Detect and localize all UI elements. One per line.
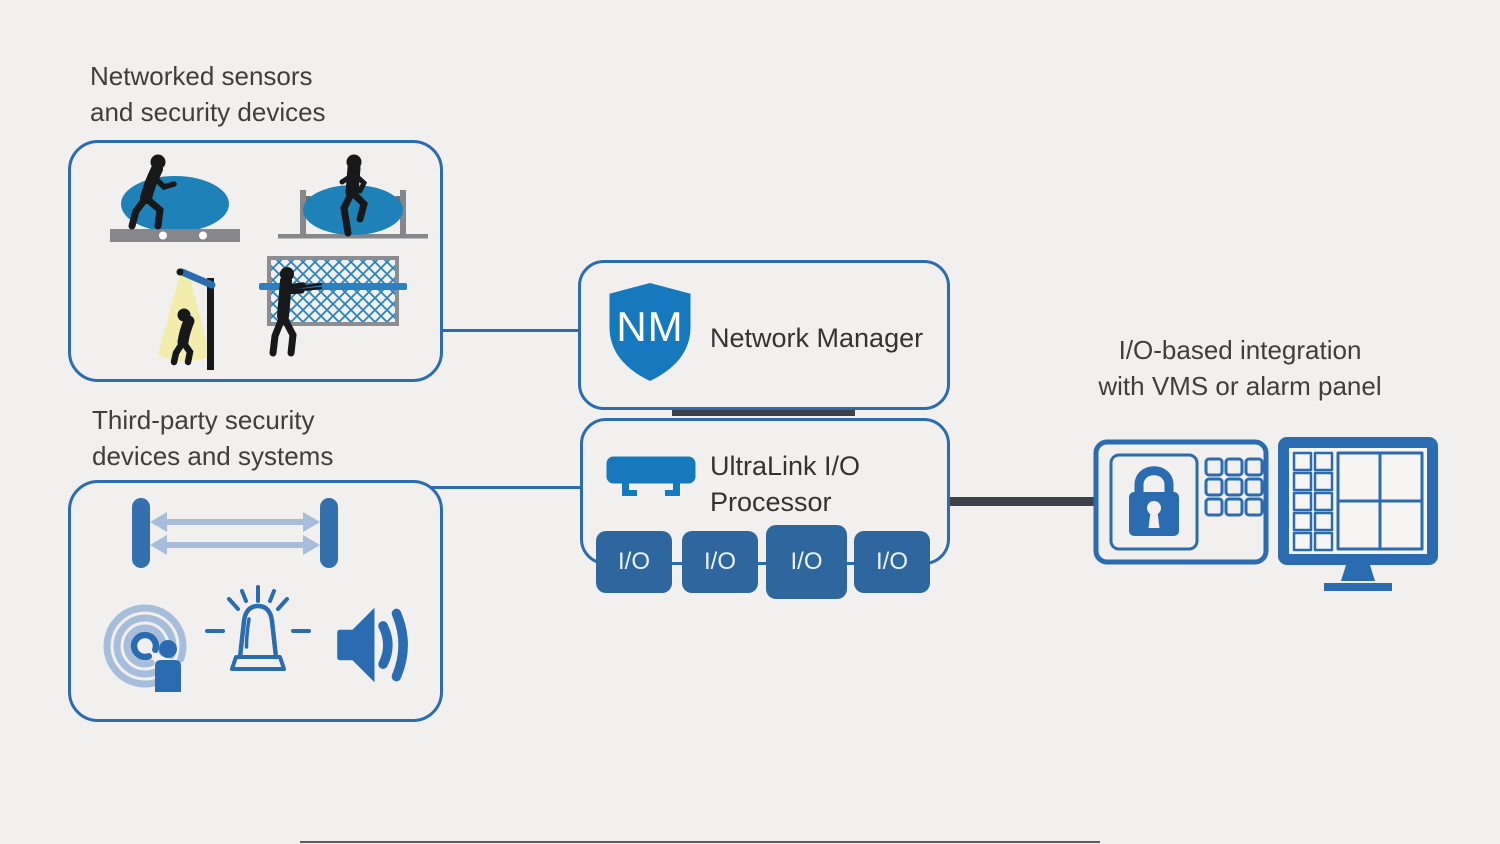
- io-port-2: I/O: [682, 531, 758, 593]
- buried-cable-sensor-icon: [110, 154, 240, 242]
- siren-beacon-icon: [205, 585, 311, 671]
- io-port-4: I/O: [854, 531, 930, 593]
- link-ultralink-to-panel: [950, 497, 1096, 506]
- ultralink-label-line: Processor: [710, 487, 832, 517]
- bottom-scrubber-artifact: [300, 841, 1100, 843]
- caption-line: I/O-based integration: [1118, 335, 1362, 365]
- radar-detection-icon: [103, 604, 187, 692]
- caption-thirdparty: Third-party security devices and systems: [92, 402, 333, 474]
- caption-line: with VMS or alarm panel: [1098, 371, 1382, 401]
- io-port-1: I/O: [596, 531, 672, 593]
- vms-monitor-icon: [1278, 437, 1438, 591]
- monitor-stand: [1341, 565, 1375, 581]
- thirdparty-devices-box: [68, 480, 443, 722]
- ultralink-label: UltraLink I/O Processor: [710, 448, 860, 520]
- intruder-silhouette: [128, 154, 177, 230]
- network-manager-box: [578, 260, 950, 410]
- link-nm-to-ultralink: [672, 407, 855, 416]
- quad-view-grid: [1336, 451, 1424, 551]
- link-sensors-to-nm: [441, 329, 578, 332]
- beam-arrows: [150, 512, 320, 555]
- detected-person: [155, 640, 181, 692]
- padlock-icon: [1129, 466, 1179, 536]
- nm-shield-icon: [609, 282, 691, 382]
- network-manager-label: Network Manager: [710, 323, 924, 353]
- caption-networked-sensors: Networked sensors and security devices: [90, 58, 326, 130]
- networked-sensors-box: [68, 140, 443, 382]
- caption-integration: I/O-based integration with VMS or alarm …: [1040, 332, 1440, 404]
- loudspeaker-icon: [337, 607, 408, 683]
- camera-list-tiles: [1292, 451, 1334, 552]
- microwave-barrier-icon: [278, 154, 428, 239]
- runner-silhouette: [339, 154, 368, 237]
- caption-line: Third-party security: [92, 405, 315, 435]
- walker-silhouette: [170, 308, 195, 366]
- alarm-panel-lock-icon: [1093, 439, 1269, 565]
- fence-sensor-icon: [259, 256, 407, 357]
- security-lighting-icon: [158, 268, 216, 370]
- ir-beam-barrier-icon: [132, 498, 338, 568]
- caption-line: devices and systems: [92, 441, 334, 471]
- link-thirdparty-to-ultralink: [430, 486, 580, 489]
- nm-badge: NM: [616, 303, 684, 350]
- cutter-silhouette: [269, 267, 323, 357]
- keypad-icon: [1204, 457, 1264, 517]
- ultralink-label-line: UltraLink I/O: [710, 451, 861, 481]
- ultralink-device-icon: [606, 456, 696, 496]
- caption-line: Networked sensors: [90, 61, 313, 91]
- caption-line: and security devices: [90, 97, 326, 127]
- ultralink-box: [580, 418, 950, 565]
- io-port-3: I/O: [766, 525, 847, 599]
- monitor-base: [1324, 583, 1392, 591]
